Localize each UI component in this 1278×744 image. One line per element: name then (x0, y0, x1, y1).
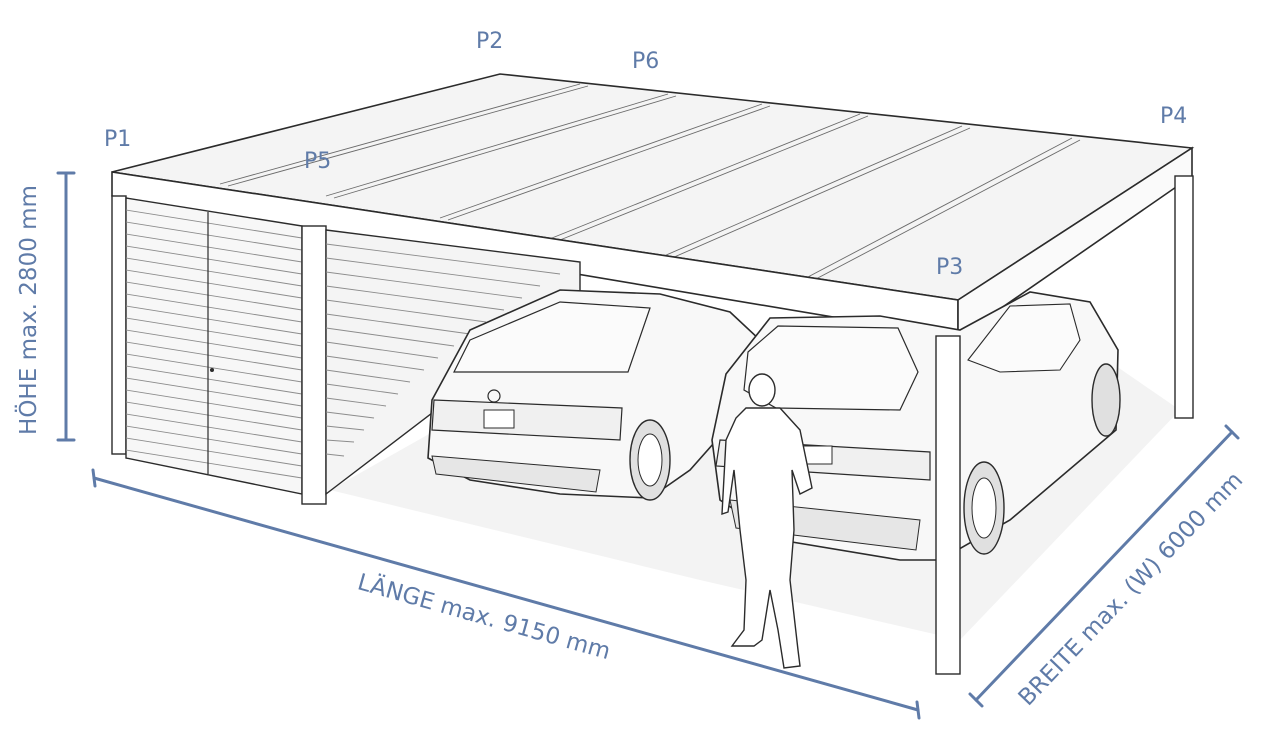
side-wall-slats (325, 243, 561, 457)
post-middle (301, 225, 327, 505)
door-handle (210, 368, 214, 372)
roof-panel-seams (219, 83, 1081, 281)
point-label-p3: P3 (936, 255, 963, 280)
post-back-right (1174, 175, 1194, 419)
height-label: HÖHE max. 2800 mm (14, 185, 42, 435)
point-label-p2: P2 (476, 29, 503, 54)
width-dimension (968, 424, 1240, 708)
storage-slats (125, 209, 303, 479)
roof (111, 73, 1195, 340)
point-label-p5: P5 (304, 149, 331, 174)
car-sedan (427, 289, 761, 501)
point-label-p1: P1 (104, 127, 131, 152)
post-front-right (935, 335, 961, 675)
length-label: LÄNGE max. 9150 mm (355, 567, 614, 665)
point-label-p4: P4 (1160, 104, 1187, 129)
height-dimension (56, 171, 76, 442)
length-dimension (91, 468, 921, 720)
person-figure (721, 373, 813, 669)
point-label-p6: P6 (632, 49, 659, 74)
